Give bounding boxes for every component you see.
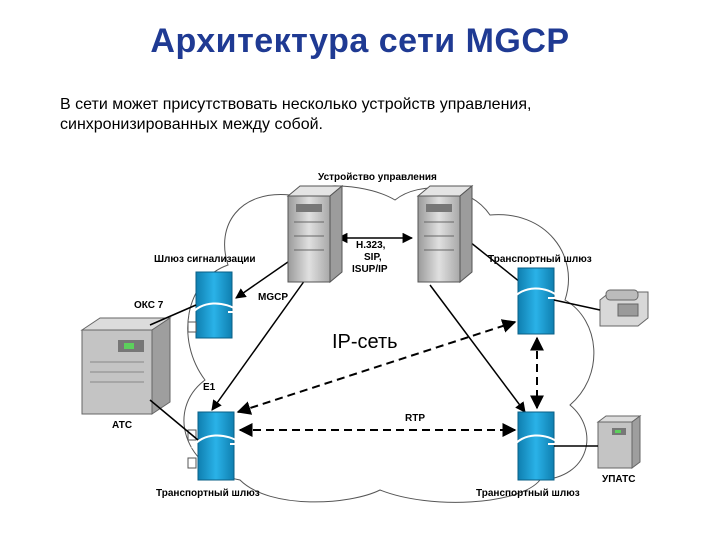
transport-gateway-bottom-right-icon (511, 411, 562, 481)
link-atc-e1 (149, 399, 199, 441)
label-mgcp: MGCP (258, 292, 288, 303)
upbx-icon (596, 415, 642, 469)
intro-line-2: синхронизированных между собой. (60, 116, 323, 133)
telephone-icon (599, 289, 649, 327)
link-gw-to-phone (553, 299, 601, 311)
label-control-device: Устройство управления (318, 172, 437, 183)
label-e1: E1 (203, 382, 216, 393)
label-ip-network: IP-сеть (332, 331, 398, 353)
label-protocols-3: ISUP/IP (352, 264, 388, 275)
link-atc-to-sig-gw (149, 304, 197, 326)
label-transport-gateway-bottom-right: Транспортный шлюз (476, 488, 580, 499)
label-protocols-2: SIP, (364, 252, 382, 263)
intro-line-1: В сети может присутствовать несколько ус… (60, 96, 532, 113)
control-server-left (286, 184, 344, 284)
control-server-right (416, 184, 474, 284)
label-oks7: ОКС 7 (134, 300, 164, 311)
label-protocols-1: H.323, (356, 240, 386, 251)
atc-exchange-icon (80, 317, 172, 415)
signaling-gateway-icon (187, 271, 242, 339)
transport-gateway-top-right-icon (511, 267, 562, 335)
intro-text: В сети может присутствовать несколько ус… (60, 95, 680, 135)
transport-gateway-bottom-left-icon (187, 411, 244, 481)
rtp-diagonal (236, 319, 517, 415)
label-transport-gateway-top-right: Транспортный шлюз (488, 254, 592, 265)
label-rtp: RTP (405, 413, 425, 424)
label-signaling-gateway: Шлюз сигнализации (154, 254, 256, 265)
label-atc: АТС (112, 420, 132, 431)
label-transport-gateway-bottom-left: Транспортный шлюз (156, 488, 260, 499)
slide-title: Архитектура сети MGCP (150, 22, 570, 60)
label-upbx: УПАТС (602, 474, 635, 485)
